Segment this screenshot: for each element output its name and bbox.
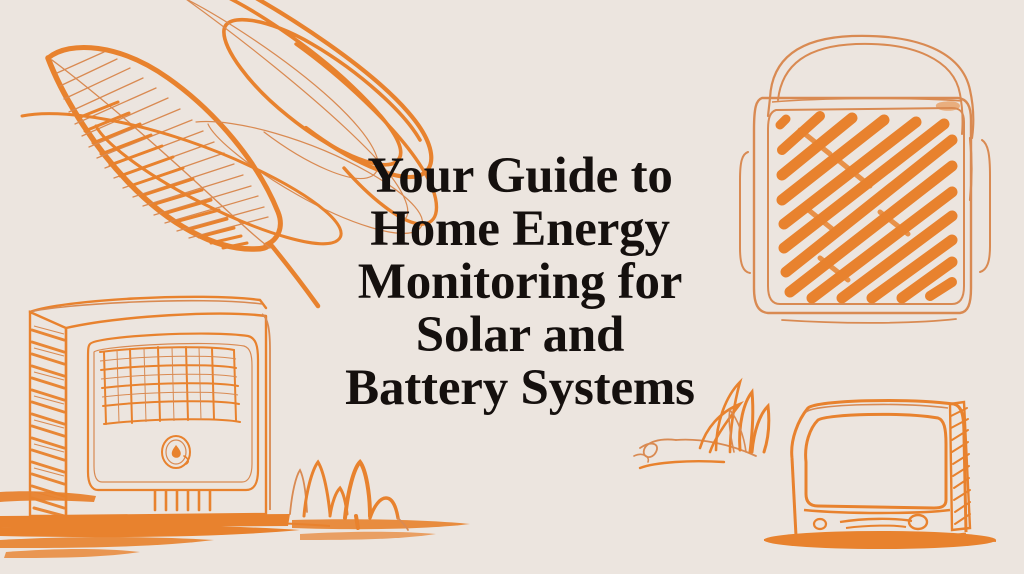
scribble-loops <box>20 0 439 246</box>
energy-monitor-appliance-icon <box>0 295 470 558</box>
title-line-4: Solar and <box>415 307 625 363</box>
title-line-1: Your Guide to <box>367 148 673 204</box>
leaf-icon <box>45 45 321 309</box>
computer-monitor-icon <box>633 377 997 549</box>
title-line-5: Battery Systems <box>345 360 695 416</box>
battery-pack-icon <box>739 34 991 324</box>
appliance-logo-badge-icon <box>161 435 191 469</box>
grass-tuft-center-icon <box>289 458 409 531</box>
page-title: Your Guide to Home Energy Monitoring for… <box>270 150 770 415</box>
title-line-3: Monitoring for <box>357 254 683 310</box>
title-line-2: Home Energy <box>370 201 670 257</box>
